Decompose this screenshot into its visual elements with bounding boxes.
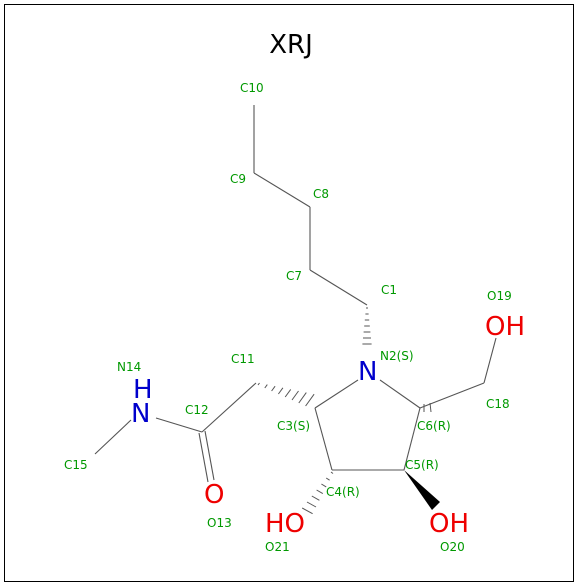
bond-c18-o19 (483, 337, 497, 384)
label-n14: N14 (117, 360, 141, 374)
bond-c12-o13-a (198, 432, 209, 483)
bond-c5-c6 (403, 407, 421, 471)
label-c18: C18 (486, 397, 510, 411)
molecule-frame (4, 4, 574, 582)
bond-c11-c12 (201, 382, 257, 433)
symbol-h-amide: H (133, 375, 153, 405)
label-c9: C9 (230, 172, 246, 186)
hash-wedge-n2-c1 (362, 307, 372, 345)
symbol-o-carbonyl: O (204, 480, 224, 510)
bond-c9-c8 (253, 172, 311, 208)
label-c7: C7 (286, 269, 302, 283)
solid-wedge-c5-o20 (404, 470, 440, 510)
bond-n2-c6 (379, 379, 421, 409)
bond-c7-c1 (309, 269, 368, 306)
symbol-oh20: OH (429, 509, 469, 539)
atom-index-labels: C10 C9 C8 C7 C1 O19 N2(S) C11 N14 C18 C1… (64, 81, 512, 554)
label-o21: O21 (265, 540, 290, 554)
label-o20: O20 (440, 540, 465, 554)
hash-wedge-c3-c11 (257, 382, 315, 407)
label-c6: C6(R) (417, 419, 451, 433)
molecule-title: XRJ (269, 30, 313, 60)
element-symbols: N H N O OH HO OH (131, 312, 525, 539)
bonds (94, 105, 497, 483)
symbol-n-ring: N (358, 357, 377, 387)
bond-n2-c3 (314, 379, 359, 409)
label-c4: C4(R) (326, 485, 360, 499)
hashed-wedges (257, 307, 432, 515)
symbol-n-amide: N (131, 399, 150, 429)
label-c8: C8 (313, 187, 329, 201)
label-o19: O19 (487, 289, 512, 303)
label-c5: C5(R) (405, 458, 439, 472)
symbol-ho21: HO (265, 509, 305, 539)
label-c15: C15 (64, 458, 88, 472)
hash-wedge-c6-c18 (423, 402, 432, 413)
symbol-oh19: OH (485, 312, 525, 342)
label-o13: O13 (207, 516, 232, 530)
label-c10: C10 (240, 81, 264, 95)
label-n2: N2(S) (380, 349, 414, 363)
bond-n14-c15 (94, 419, 132, 455)
label-c1: C1 (381, 283, 397, 297)
hash-wedge-c4-o21 (301, 471, 334, 515)
bond-c6-c18 (419, 382, 485, 409)
bond-c3-c4 (314, 407, 333, 471)
label-c11: C11 (231, 352, 255, 366)
bond-c12-o13-b (204, 430, 215, 481)
label-c3: C3(S) (277, 419, 310, 433)
bond-c12-n14 (155, 417, 203, 433)
label-c12: C12 (185, 403, 209, 417)
